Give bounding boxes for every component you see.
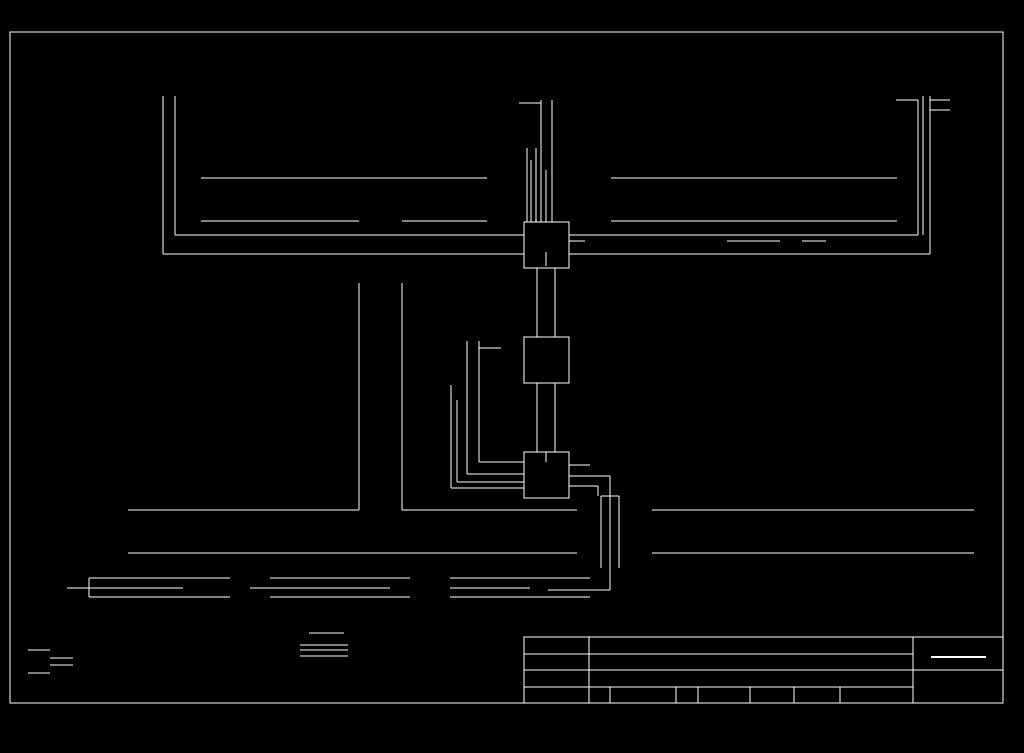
upper-trough: [162, 96, 950, 255]
junction-box-top: [523, 221, 570, 269]
annotation-marks: [28, 632, 348, 674]
junction-box-middle: [523, 336, 570, 384]
sheet-border: [9, 31, 1004, 704]
left-branch-piping: [450, 341, 524, 489]
lower-channel: [128, 283, 974, 554]
central-vertical-pipes: [519, 100, 556, 452]
right-outlet-piping: [569, 464, 620, 590]
title-block: [523, 636, 1004, 704]
bottom-pipe-runs: [67, 577, 610, 598]
